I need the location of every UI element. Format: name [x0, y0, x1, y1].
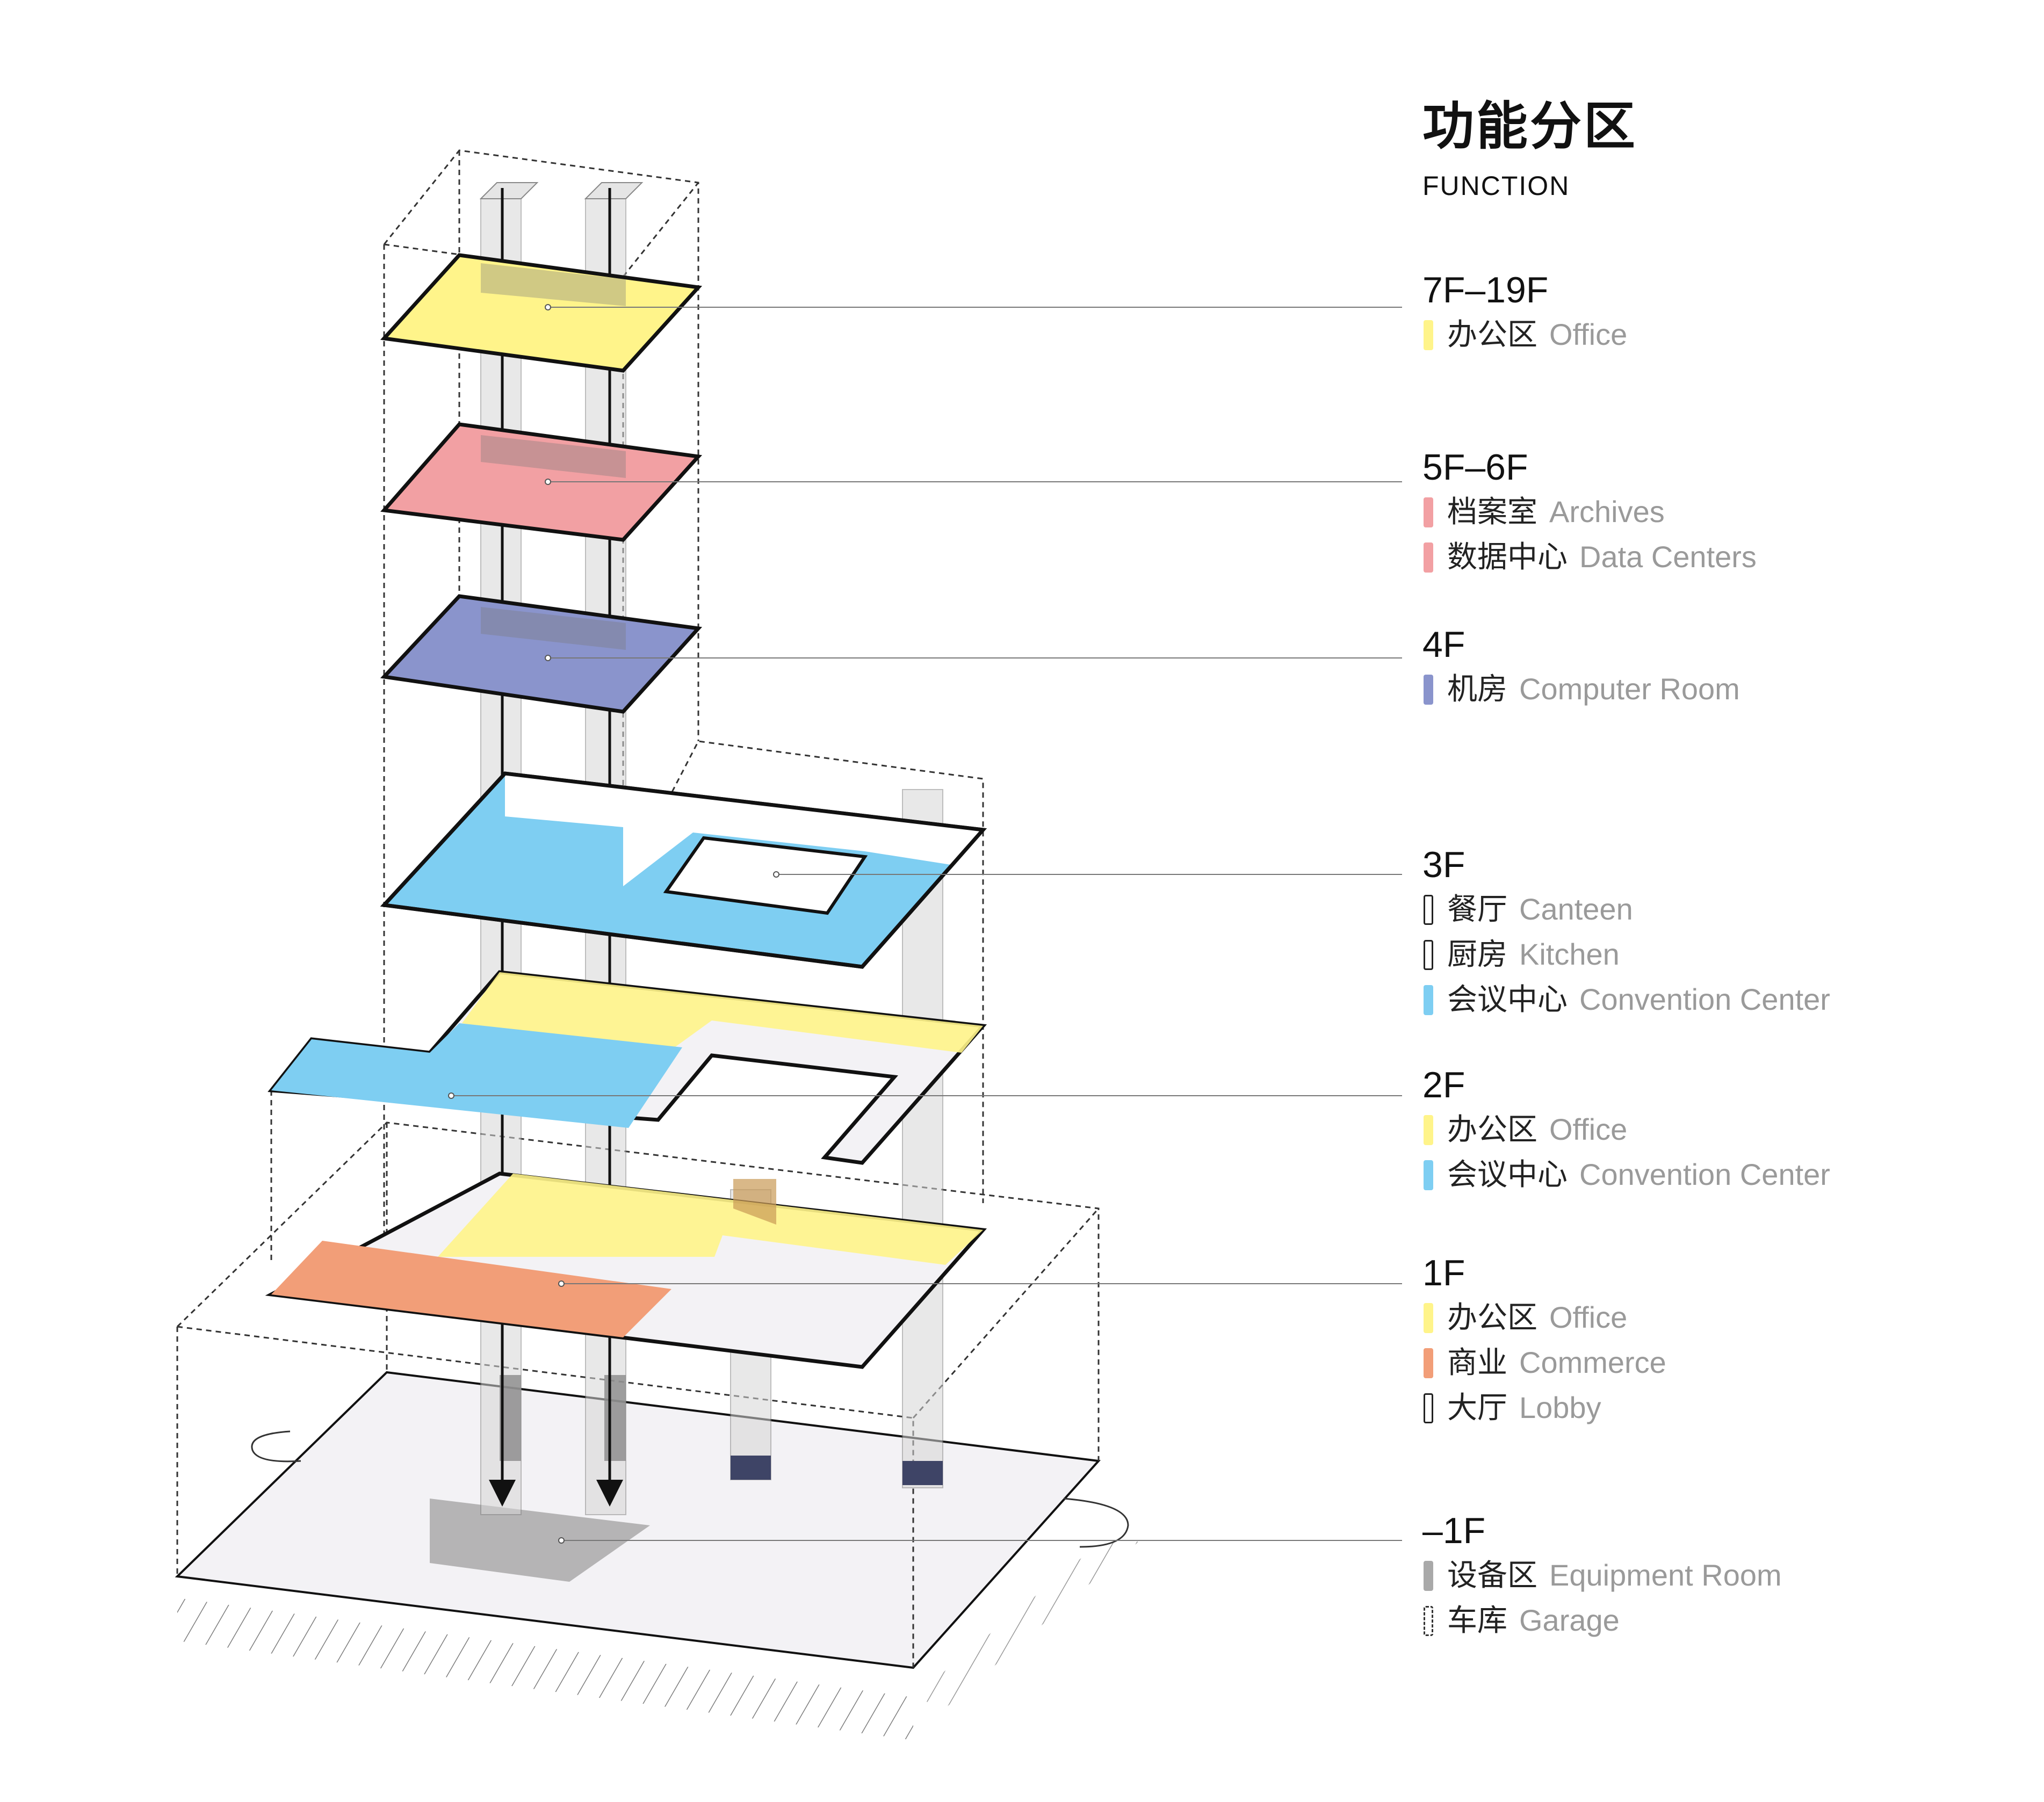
- legend-panel: 功能分区 FUNCTION 7F–19F 办公区 Office 5F–6F 档案室 Arc…: [1422, 96, 2013, 1638]
- color-swatch: [1424, 1561, 1433, 1591]
- leader-lines: [451, 307, 1402, 1541]
- legend-item-zh: 餐厅: [1447, 892, 1507, 927]
- color-swatch: [1424, 940, 1433, 970]
- color-swatch: [1424, 1160, 1433, 1190]
- legend-group: 2F 办公区 Office 会议中心 Convention Center: [1422, 1063, 1830, 1197]
- legend-item-zh: 档案室: [1447, 495, 1537, 530]
- legend-item-text: 办公区 Office: [1447, 1111, 1627, 1149]
- legend-item-en: Equipment Room: [1549, 1558, 1782, 1592]
- legend-item-zh: 机房: [1447, 672, 1507, 707]
- legend-item: 车库 Garage: [1422, 1598, 1620, 1642]
- legend-item-en: Archives: [1549, 495, 1665, 529]
- legend-item-en: Lobby: [1519, 1391, 1601, 1424]
- color-swatch: [1424, 985, 1433, 1015]
- legend-item: 厨房 Kitchen: [1422, 932, 1620, 976]
- legend-item-en: Data Centers: [1579, 540, 1757, 574]
- legend-item: 办公区 Office: [1422, 1296, 1627, 1340]
- basement-slab: [175, 1371, 1129, 1669]
- color-swatch: [1424, 675, 1433, 705]
- legend-item-text: 餐厅 Canteen: [1447, 891, 1633, 929]
- legend-item-zh: 会议中心: [1447, 982, 1568, 1017]
- legend-item-zh: 设备区: [1447, 1558, 1537, 1593]
- legend-item-en: Office: [1549, 317, 1628, 351]
- legend-item-en: Canteen: [1519, 892, 1633, 926]
- legend-item: 机房 Computer Room: [1422, 667, 1740, 711]
- color-swatch: [1424, 1606, 1433, 1636]
- legend-item-zh: 数据中心: [1447, 540, 1568, 575]
- legend-item: 商业 Commerce: [1422, 1341, 1666, 1385]
- legend-item-text: 机房 Computer Room: [1447, 670, 1740, 708]
- floor-label: –1F: [1422, 1510, 1486, 1551]
- legend-item-zh: 会议中心: [1447, 1157, 1568, 1192]
- legend-item-text: 车库 Garage: [1447, 1602, 1620, 1640]
- legend-item: 大厅 Lobby: [1422, 1386, 1601, 1430]
- legend-item: 数据中心 Data Centers: [1422, 535, 1757, 579]
- color-swatch: [1424, 1348, 1433, 1378]
- legend-item-text: 商业 Commerce: [1447, 1344, 1666, 1382]
- legend-item-text: 数据中心 Data Centers: [1447, 538, 1757, 576]
- legend-item-text: 会议中心 Convention Center: [1447, 1156, 1830, 1194]
- floor-label: 1F: [1422, 1253, 1465, 1293]
- slab-7f-19f: [380, 253, 703, 373]
- legend-item-zh: 商业: [1447, 1345, 1507, 1380]
- basement-volume: [176, 1121, 1100, 1668]
- legend-item-en: Convention Center: [1579, 1157, 1830, 1191]
- legend-item: 设备区 Equipment Room: [1422, 1553, 1782, 1597]
- color-swatch: [1424, 895, 1433, 925]
- legend-title: 功能分区: [1422, 96, 1637, 156]
- color-swatch: [1424, 1115, 1433, 1145]
- legend-item-en: Commerce: [1519, 1345, 1666, 1379]
- legend-item-en: Computer Room: [1519, 672, 1740, 706]
- legend-item-zh: 厨房: [1447, 937, 1507, 972]
- legend-item-en: Garage: [1519, 1603, 1620, 1637]
- color-swatch: [1424, 542, 1433, 573]
- legend-item: 会议中心 Convention Center: [1422, 978, 1830, 1022]
- color-swatch: [1424, 1303, 1433, 1333]
- slab-4f: [380, 594, 703, 714]
- legend-item-text: 会议中心 Convention Center: [1447, 981, 1830, 1019]
- legend-group: 1F 办公区 Office 商业 Commerce 大厅 Lobby: [1422, 1251, 1666, 1430]
- legend-item-zh: 办公区: [1447, 317, 1537, 352]
- legend-item-text: 档案室 Archives: [1447, 493, 1665, 531]
- legend-group: 3F 餐厅 Canteen 厨房 Kitchen 会议中心 Convention Cente…: [1422, 843, 1830, 1022]
- floor-label: 4F: [1422, 624, 1465, 665]
- floor-label: 3F: [1422, 844, 1465, 885]
- legend-subtitle: FUNCTION: [1422, 171, 1570, 201]
- slab-2f: [268, 970, 987, 1165]
- legend-item-en: Office: [1549, 1300, 1628, 1334]
- floor-label: 5F–6F: [1422, 447, 1528, 488]
- legend-item-text: 办公区 Office: [1447, 316, 1627, 354]
- legend-item-text: 办公区 Office: [1447, 1299, 1627, 1337]
- legend-group: 5F–6F 档案室 Archives 数据中心 Data Centers: [1422, 446, 1757, 579]
- leader-dots: [448, 304, 779, 1544]
- slab-1f: [265, 1171, 987, 1369]
- legend-item: 档案室 Archives: [1422, 490, 1665, 534]
- legend-item-zh: 办公区: [1447, 1112, 1537, 1147]
- slab-5f-6f: [380, 422, 703, 542]
- legend-item-en: Convention Center: [1579, 982, 1830, 1016]
- legend-item: 办公区 Office: [1422, 313, 1627, 357]
- legend-item: 餐厅 Canteen: [1422, 887, 1633, 931]
- floor-label: 7F–19F: [1422, 270, 1549, 310]
- slab-3f: [380, 771, 987, 969]
- color-swatch: [1424, 497, 1433, 527]
- legend-group: 4F 机房 Computer Room: [1422, 623, 1740, 711]
- legend-item-text: 设备区 Equipment Room: [1447, 1557, 1782, 1595]
- legend-item-text: 大厅 Lobby: [1447, 1389, 1601, 1427]
- legend-item-zh: 车库: [1447, 1603, 1507, 1638]
- legend-item: 会议中心 Convention Center: [1422, 1153, 1830, 1197]
- color-swatch: [1424, 320, 1433, 350]
- ground-hatch: [177, 1542, 1139, 1740]
- legend-item-zh: 大厅: [1447, 1391, 1507, 1425]
- legend-item-text: 厨房 Kitchen: [1447, 936, 1620, 974]
- legend-group: –1F 设备区 Equipment Room 车库 Garage: [1422, 1509, 1782, 1642]
- color-swatch: [1424, 1393, 1433, 1423]
- legend-item-en: Kitchen: [1519, 937, 1620, 971]
- legend-item-zh: 办公区: [1447, 1300, 1537, 1335]
- legend-item-en: Office: [1549, 1112, 1628, 1146]
- floor-label: 2F: [1422, 1065, 1465, 1105]
- legend-group: 7F–19F 办公区 Office: [1422, 269, 1627, 357]
- legend-item: 办公区 Office: [1422, 1108, 1627, 1152]
